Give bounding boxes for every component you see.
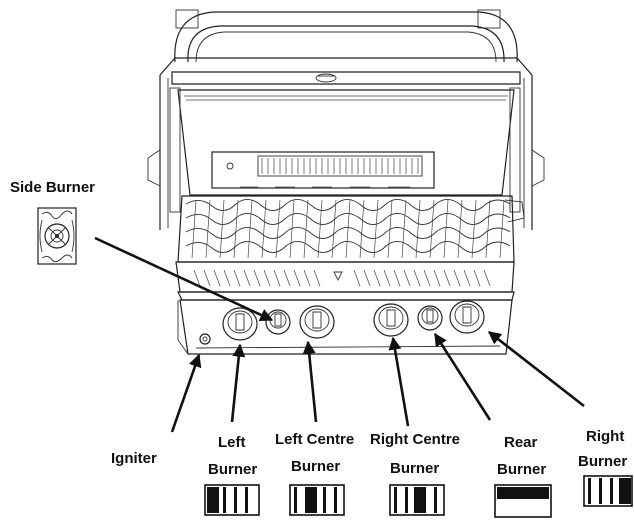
right-burner-indicator-icon: [583, 475, 633, 507]
callout-arrows: [94, 236, 585, 433]
rear-burner-label-line1: Rear: [504, 434, 538, 451]
arrow-left-centre-burner: [302, 340, 318, 423]
knob-rear: [417, 305, 443, 331]
side-burner-label: Side Burner: [10, 179, 95, 196]
right-centre-burner-indicator-icon: [389, 484, 445, 516]
arrow-side-burner: [94, 236, 274, 322]
left-centre-burner-indicator-icon: [289, 484, 345, 516]
knob-right-centre: [373, 303, 409, 337]
arrow-rear-burner: [433, 332, 492, 421]
igniter-label: Igniter: [111, 450, 157, 467]
left-burner-label-line1: Left: [218, 434, 246, 451]
right-burner-label-line1: Right: [586, 428, 624, 445]
right-centre-burner-label-line2: Burner: [390, 460, 439, 477]
left-centre-burner-label-line1: Left Centre: [275, 431, 354, 448]
arrow-right-centre-burner: [388, 336, 410, 427]
left-burner-indicator-icon: [204, 484, 260, 516]
right-burner-label-line2: Burner: [578, 453, 627, 470]
arrow-left-burner: [230, 343, 246, 423]
side-burner-icon: [37, 207, 77, 265]
right-centre-burner-label-line1: Right Centre: [370, 431, 460, 448]
left-centre-burner-label-line2: Burner: [291, 458, 340, 475]
arrow-right-burner: [487, 330, 585, 408]
rear-burner-indicator-icon: [494, 484, 552, 518]
knob-left-centre: [299, 305, 335, 339]
knob-side: [265, 309, 291, 335]
left-burner-label-line2: Burner: [208, 461, 257, 478]
knob-left: [222, 307, 258, 341]
knob-right: [449, 300, 485, 334]
arrow-igniter: [170, 353, 202, 433]
rear-burner-label-line2: Burner: [497, 461, 546, 478]
grill-illustration: [147, 9, 545, 355]
